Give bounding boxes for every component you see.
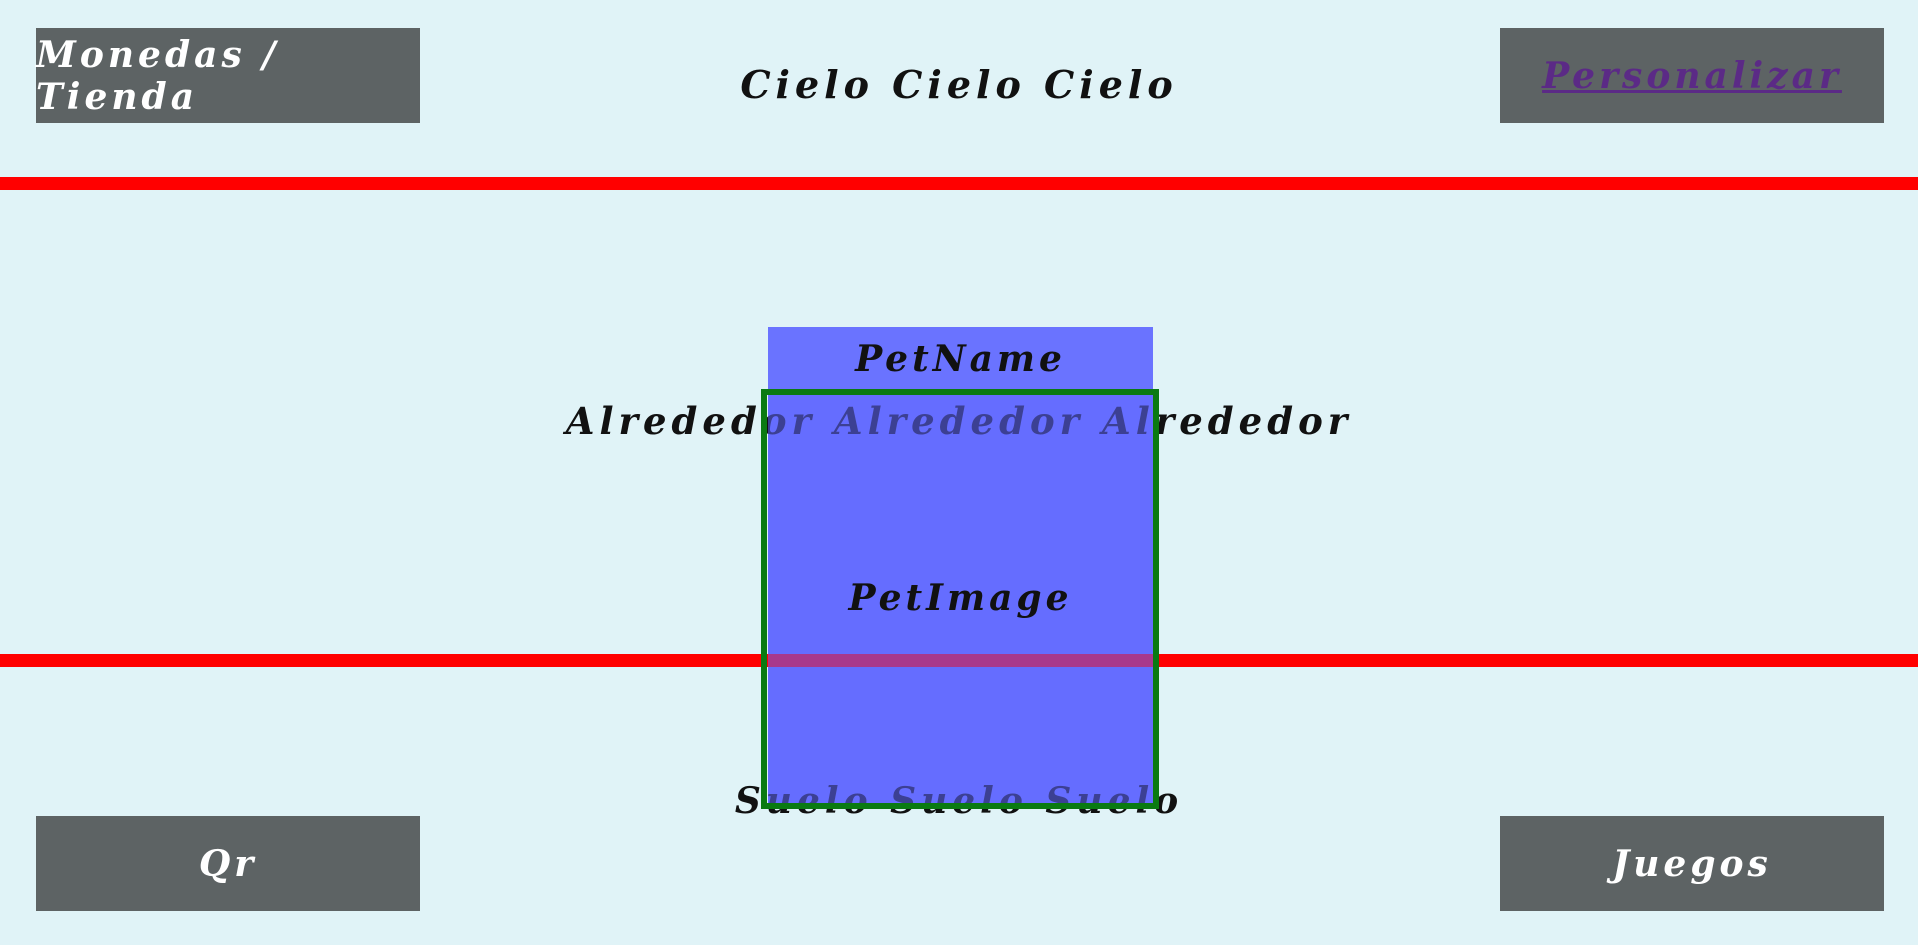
pet-image-frame[interactable] [761, 389, 1159, 809]
sky-divider-line [0, 177, 1918, 190]
pet-image-label: PetImage [848, 577, 1073, 619]
games-button[interactable]: Juegos [1500, 816, 1884, 911]
sky-label: Cielo Cielo Cielo [740, 62, 1178, 107]
qr-button[interactable]: Qr [36, 816, 420, 911]
pet-image-area [768, 395, 1153, 809]
qr-label: Qr [198, 842, 258, 885]
coins-shop-button[interactable]: Monedas / Tienda [36, 28, 420, 123]
customize-button[interactable]: Personalizar [1500, 28, 1884, 123]
coins-shop-label: Monedas / Tienda [36, 33, 280, 118]
games-label: Juegos [1612, 842, 1772, 885]
customize-link[interactable]: Personalizar [1542, 54, 1842, 97]
pet-name-label: PetName [855, 338, 1066, 380]
